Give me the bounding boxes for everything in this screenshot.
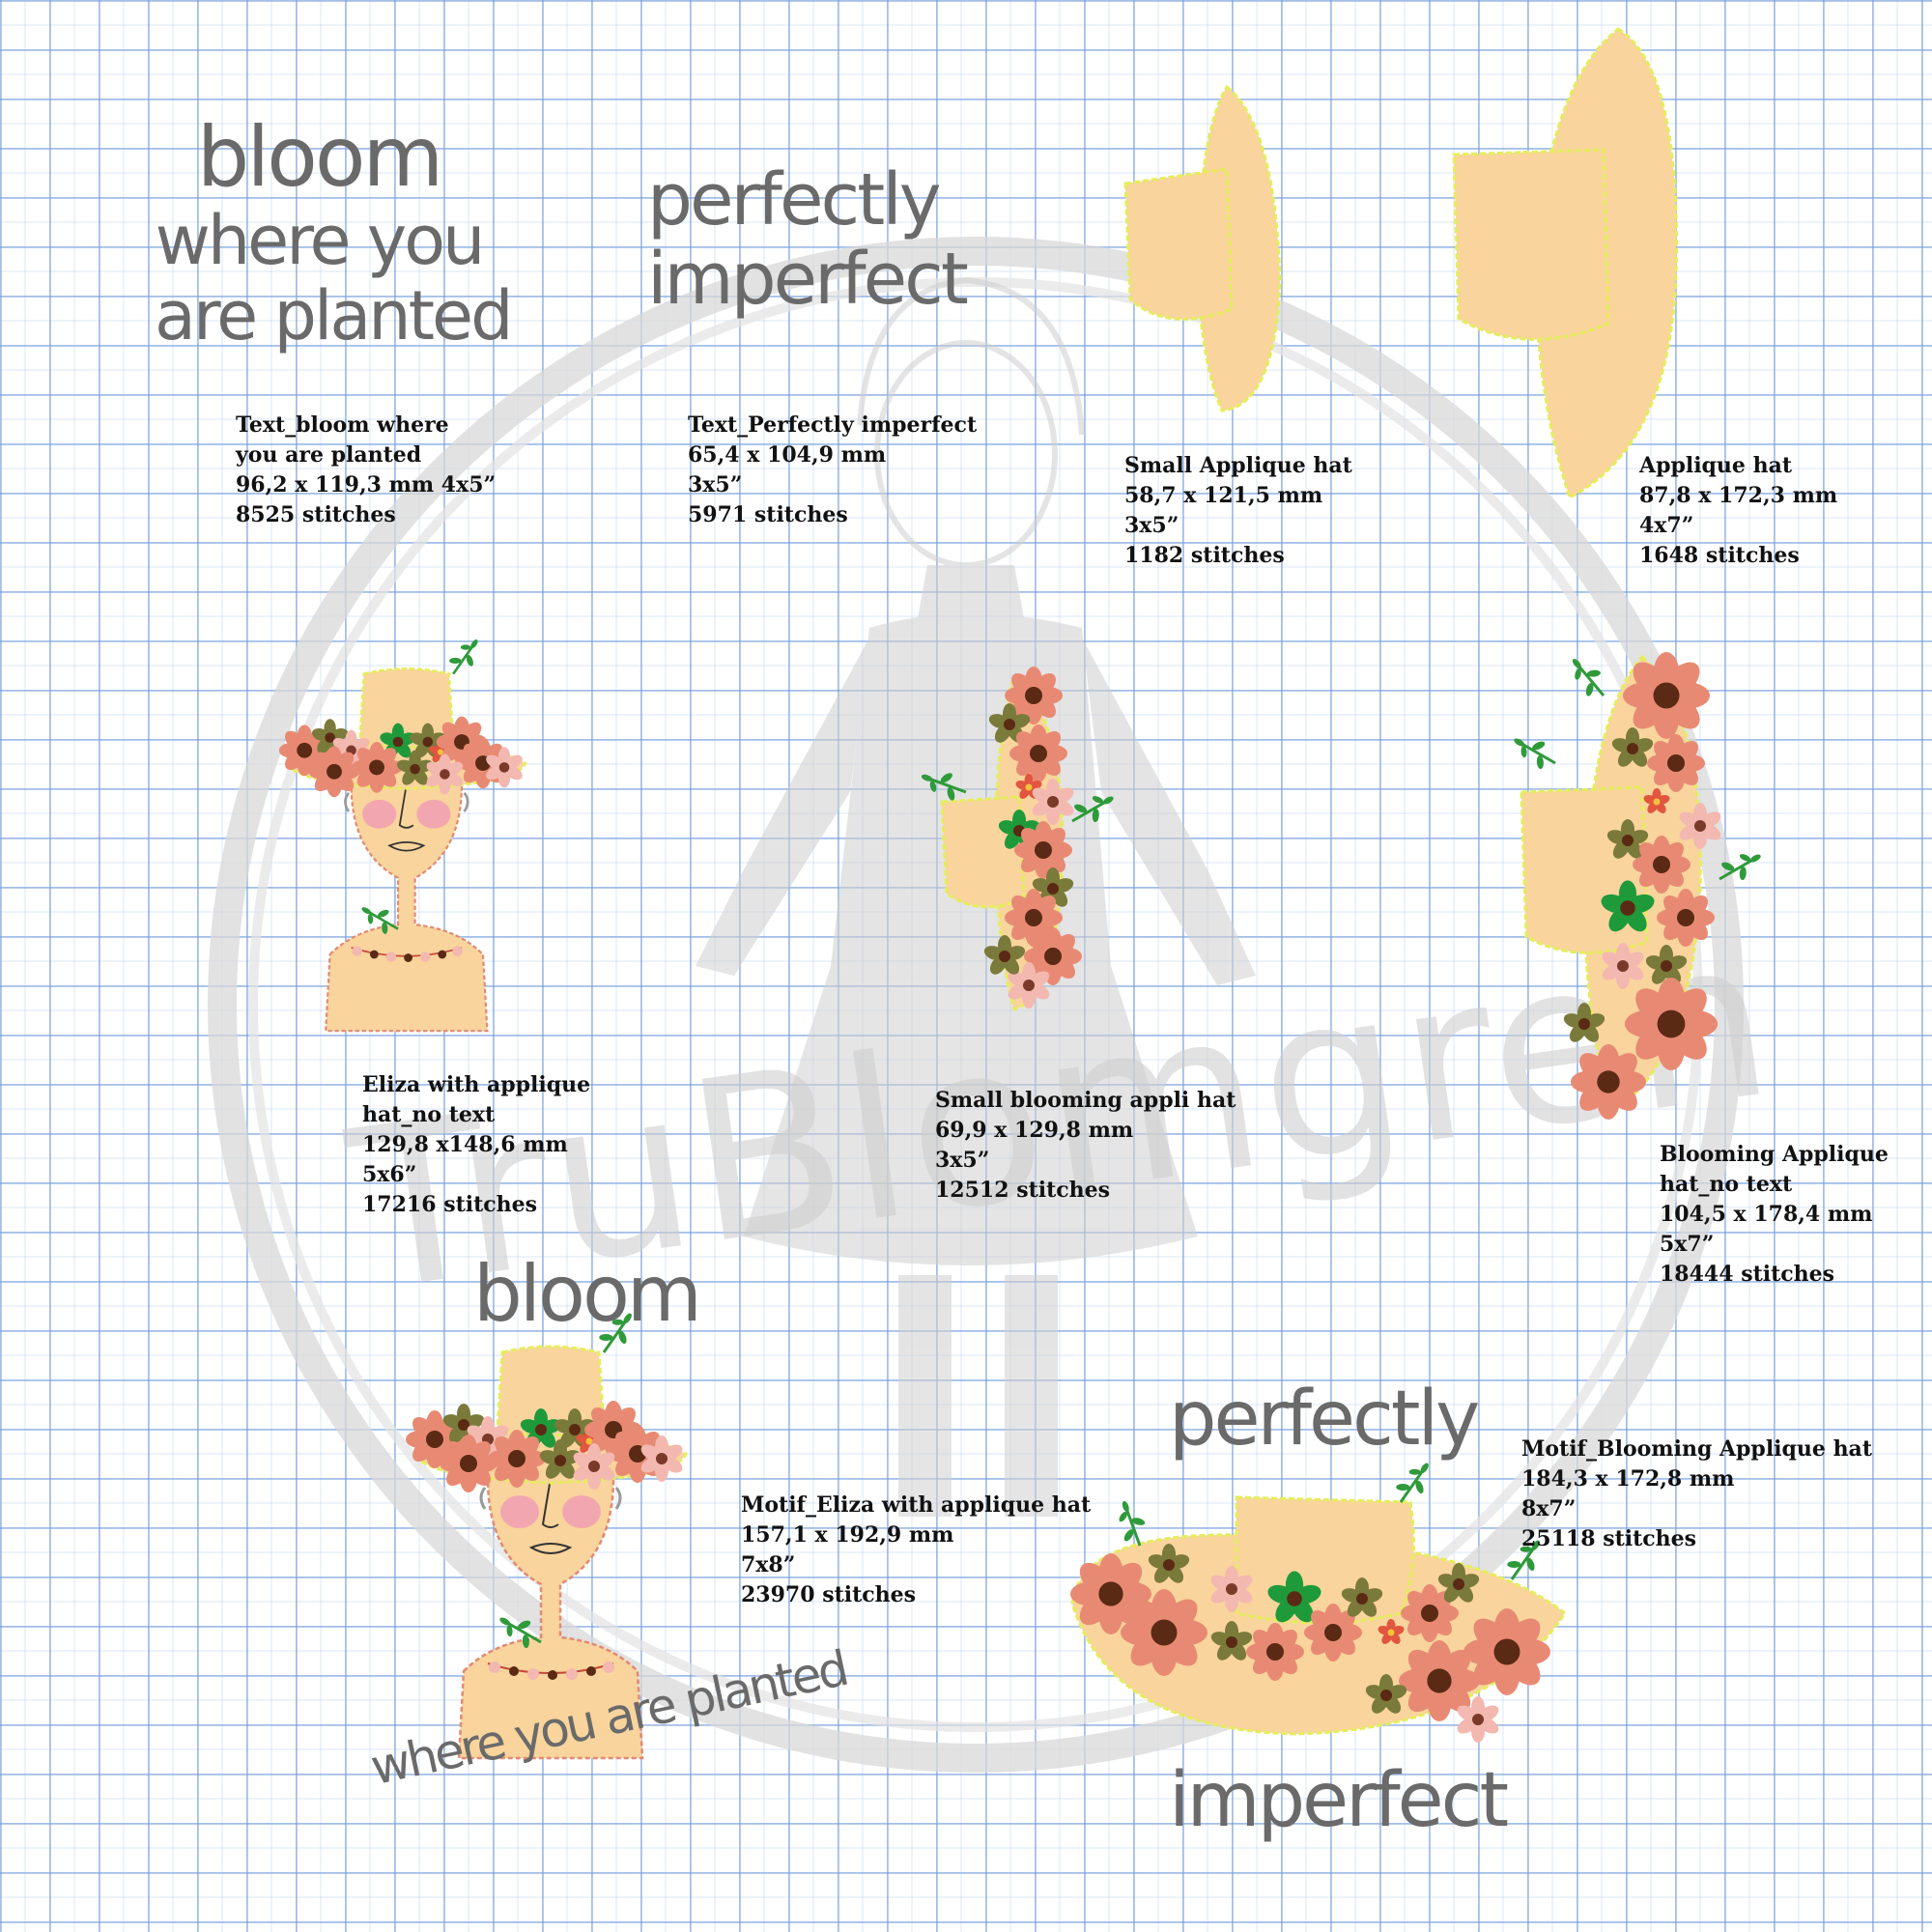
- info-line: hat_no text: [1660, 1172, 1793, 1197]
- info-line: 23970 stitches: [741, 1582, 917, 1607]
- info-line: 184,3 x 172,8 mm: [1521, 1466, 1735, 1492]
- info-line: you are planted: [236, 442, 422, 468]
- info-line: 3x5”: [935, 1148, 990, 1173]
- info-small-blooming: Small blooming appli hat 69,9 x 129,8 mm…: [935, 1086, 1236, 1206]
- info-line: 87,8 x 172,3 mm: [1639, 483, 1838, 508]
- info-line: Applique hat: [1639, 453, 1792, 478]
- bloom-line-1: bloom: [196, 109, 444, 206]
- info-line: 12512 stitches: [935, 1178, 1111, 1203]
- motif-bloom-top: bloom: [473, 1249, 702, 1339]
- perfectly-imperfect-text: perfectly imperfect: [647, 158, 969, 321]
- motif-blooming-hat: [1070, 1453, 1568, 1743]
- bloom-line-3: are planted: [155, 276, 514, 355]
- info-line: Motif_Blooming Applique hat: [1521, 1436, 1872, 1462]
- info-line: Eliza with applique: [362, 1072, 591, 1097]
- info-motif-eliza: Motif_Eliza with applique hat 157,1 x 19…: [741, 1491, 1091, 1610]
- info-line: 8525 stitches: [236, 502, 396, 527]
- info-line: 3x5”: [1124, 513, 1179, 538]
- info-line: Small blooming appli hat: [935, 1088, 1236, 1113]
- info-line: 25118 stitches: [1521, 1526, 1697, 1551]
- info-line: 17216 stitches: [362, 1192, 538, 1217]
- info-line: 129,8 x148,6 mm: [362, 1132, 568, 1157]
- info-line: 5971 stitches: [688, 502, 848, 527]
- info-small-applique-hat: Small Applique hat 58,7 x 121,5 mm 3x5” …: [1124, 451, 1352, 571]
- bloom-line-2: where you: [155, 201, 486, 280]
- info-line: 69,9 x 129,8 mm: [935, 1118, 1134, 1143]
- info-line: 4x7”: [1639, 513, 1694, 538]
- info-text-perfectly: Text_Perfectly imperfect 65,4 x 104,9 mm…: [688, 411, 977, 530]
- blooming-applique-hat: [1505, 648, 1770, 1120]
- info-line: Motif_Eliza with applique hat: [741, 1492, 1092, 1518]
- info-text-bloom: Text_bloom where you are planted 96,2 x …: [236, 411, 496, 530]
- info-motif-blooming: Motif_Blooming Applique hat 184,3 x 172,…: [1521, 1435, 1872, 1554]
- motif-imperfect-bottom: imperfect: [1169, 1757, 1509, 1844]
- perfectly-line: perfectly: [647, 158, 942, 242]
- info-applique-hat: Applique hat 87,8 x 172,3 mm 4x7” 1648 s…: [1639, 451, 1837, 571]
- info-eliza-no-text: Eliza with applique hat_no text 129,8 x1…: [362, 1070, 590, 1220]
- info-line: Text_bloom where: [236, 412, 449, 438]
- info-blooming-no-text: Blooming Applique hat_no text 104,5 x 17…: [1660, 1140, 1889, 1290]
- info-line: 104,5 x 178,4 mm: [1660, 1202, 1873, 1227]
- info-line: 5x6”: [362, 1162, 417, 1187]
- info-line: 18444 stitches: [1660, 1262, 1835, 1287]
- small-blooming-hat: [915, 667, 1122, 1011]
- info-line: 58,7 x 121,5 mm: [1124, 483, 1323, 508]
- info-line: Small Applique hat: [1124, 453, 1352, 478]
- info-line: 8x7”: [1521, 1496, 1577, 1521]
- info-line: 5x7”: [1660, 1232, 1715, 1257]
- info-line: Text_Perfectly imperfect: [688, 412, 978, 438]
- applique-hat: [1452, 27, 1678, 500]
- info-line: 96,2 x 119,3 mm 4x5”: [236, 472, 497, 497]
- info-line: 3x5”: [688, 472, 743, 497]
- info-line: 7x8”: [741, 1552, 796, 1577]
- info-line: 1182 stitches: [1124, 543, 1285, 568]
- small-applique-hat: [1123, 84, 1282, 412]
- bloom-where-text: bloom where you are planted: [155, 109, 514, 355]
- info-line: 1648 stitches: [1639, 543, 1800, 568]
- info-line: 157,1 x 192,9 mm: [741, 1522, 954, 1548]
- info-line: hat_no text: [362, 1102, 496, 1127]
- info-line: 65,4 x 104,9 mm: [688, 442, 887, 468]
- imperfect-line: imperfect: [647, 238, 969, 321]
- info-line: Blooming Applique: [1660, 1142, 1889, 1167]
- motif-perfectly-top: perfectly: [1169, 1376, 1480, 1463]
- eliza-no-text-figure: [279, 633, 526, 1031]
